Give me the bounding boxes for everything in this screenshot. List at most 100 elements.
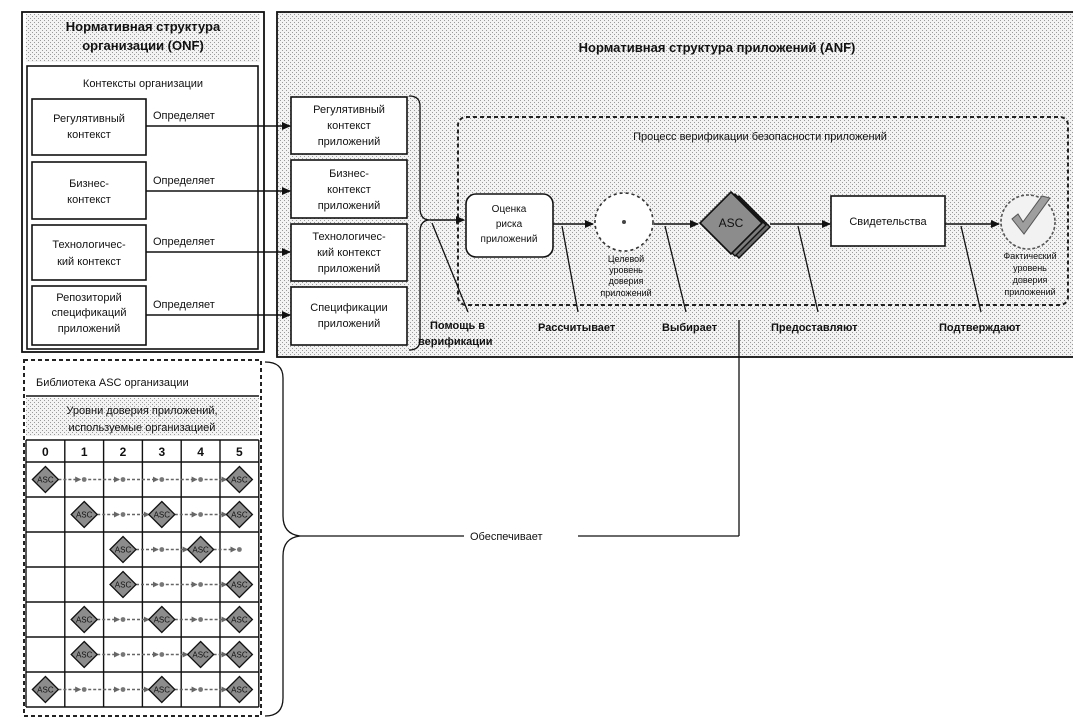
asc-level-diamond-label: ASC [115,581,132,590]
verb-help-line-2: верификации [418,336,493,348]
asc-level-diamond-label: ASC [76,616,93,625]
app-context-regulatory-line-2: контекст [327,120,371,132]
asc-level-diamond [109,535,137,564]
asc-level-diamond-label: ASC [231,511,248,520]
level-column-2: 2 [120,445,127,459]
asc-level-diamond [147,500,176,529]
level-column-4: 4 [197,445,204,459]
context-business-line-1: Бизнес- [69,178,109,190]
level-column-1: 1 [81,445,88,459]
risk-line-1: Оценка [492,204,527,215]
asc-level-diamond-label: ASC [76,651,93,660]
context-regulatory-line-2: контекст [67,129,111,141]
onf-panel: Нормативная структура организации (ONF) … [21,11,265,717]
app-context-business [290,159,408,219]
library-title: Библиотека ASC организации [36,377,189,389]
defines-label-4: Определяет [153,299,215,311]
asc-level-diamond [70,640,99,669]
asc-label: ASC [719,216,744,230]
anf-title: Нормативная структура приложений (ANF) [579,40,856,55]
verb-confirm: Подтверждают [939,322,1021,334]
defines-label-1: Определяет [153,110,215,122]
app-context-technology-line-2: кий контекст [317,247,381,259]
context-repository-line-1: Репозиторий [56,292,122,304]
defines-label-3: Определяет [153,236,215,248]
app-context-regulatory-line-1: Регулятивный [313,104,385,116]
levels-title-line-2: используемые организацией [69,422,216,434]
app-context-regulatory [290,96,408,155]
context-repository [31,285,147,346]
level-column-5: 5 [236,445,243,459]
levels-title-line-1: Уровни доверия приложений, [66,405,217,417]
context-business-line-2: контекст [67,194,111,206]
asc-level-diamond-label: ASC [231,581,248,590]
app-context-technology [290,223,408,282]
asc-level-diamond-label: ASC [231,476,248,485]
actual-line-4: приложений [1004,287,1055,297]
asc-level-diamond-label: ASC [154,616,171,625]
asc-level-diamond-label: ASC [231,616,248,625]
context-technology-line-2: кий контекст [57,256,121,268]
app-specifications [290,286,408,346]
onf-title-line-2: организации (ONF) [82,38,204,53]
app-context-regulatory-line-3: приложений [318,136,381,148]
contexts-title: Контексты организации [83,78,203,90]
app-context-technology-line-3: приложений [318,263,381,275]
verb-selects: Выбирает [662,322,718,334]
actual-line-2: уровень [1013,263,1047,273]
onf-title-line-1: Нормативная структура [66,19,221,34]
asc-level-diamond [109,570,137,599]
asc-level-diamond-label: ASC [154,511,171,520]
context-business [31,161,147,220]
asc-level-diamond-label: ASC [37,686,54,695]
asc-level-diamond-label: ASC [154,686,171,695]
anf-panel: Нормативная структура приложений (ANF) Р… [146,11,1073,358]
asc-level-diamond [225,465,254,494]
risk-line-3: приложений [481,234,538,245]
context-technology-line-1: Технологичес- [52,239,126,251]
asc-level-diamond-label: ASC [192,651,209,660]
app-specifications-line-2: приложений [318,318,381,330]
app-context-business-line-1: Бизнес- [329,168,369,180]
level-column-3: 3 [158,445,165,459]
context-technology [31,224,147,281]
asc-diamond-stack: ASC [698,190,771,259]
asc-level-diamond-label: ASC [231,686,248,695]
asc-library [23,359,262,717]
asc-level-diamond [225,675,254,704]
asc-level-diamond [147,675,176,704]
library-brace [264,361,301,717]
target-line-1: Целевой [608,254,644,264]
asc-level-diamond [147,605,176,634]
defines-label-2: Определяет [153,175,215,187]
app-context-business-line-3: приложений [318,200,381,212]
asc-level-diamond [186,535,215,564]
context-repository-line-3: приложений [58,323,121,335]
asc-level-diamond [225,570,254,599]
asc-level-diamond [70,500,99,529]
asc-level-diamond-label: ASC [76,511,93,520]
target-line-4: приложений [600,288,651,298]
verification-process [457,116,1069,306]
context-regulatory [31,98,147,156]
context-repository-line-2: спецификаций [52,307,127,319]
asc-level-diamond [225,640,254,669]
actual-line-1: Фактический [1003,251,1056,261]
verb-calculates: Рассчитывает [538,322,616,334]
provides-label: Обеспечивает [470,531,543,543]
process-title: Процесс верификации безопасности приложе… [633,131,887,143]
level-column-0: 0 [42,445,49,459]
app-context-technology-line-1: Технологичес- [312,231,386,243]
evidence-box [830,195,946,247]
verb-provide: Предоставляют [771,322,858,334]
app-context-business-line-2: контекст [327,184,371,196]
provides-connector: Обеспечивает [264,320,740,717]
target-line-2: уровень [609,265,643,275]
check-icon [1011,195,1051,235]
asc-level-diamond [70,605,99,634]
verb-help-line-1: Помощь в [430,320,485,332]
asc-level-diamond-label: ASC [231,651,248,660]
asc-level-diamond-label: ASC [37,476,54,485]
